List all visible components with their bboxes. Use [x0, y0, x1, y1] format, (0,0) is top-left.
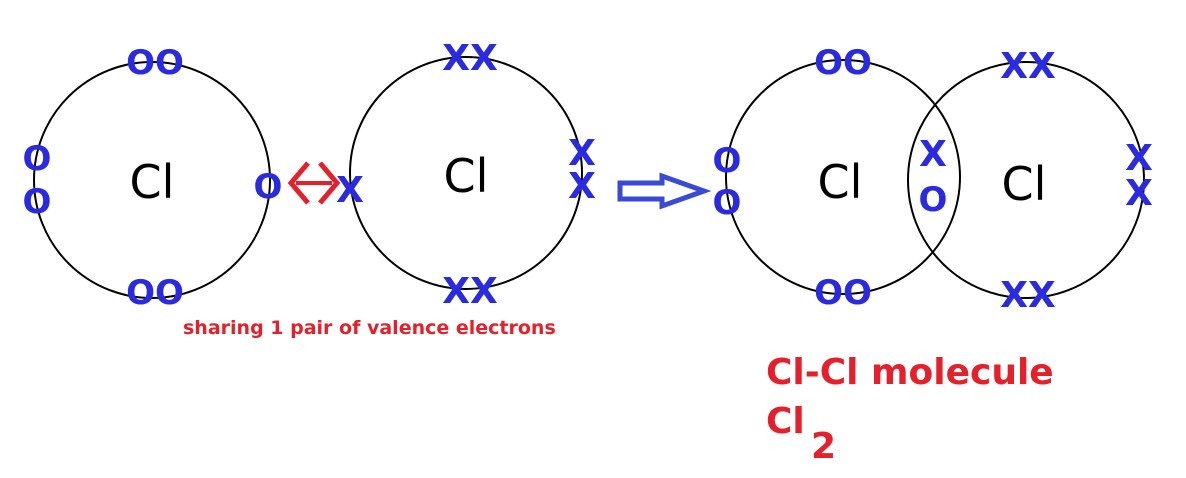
molecule-right-bottom-electron-pair: XX	[1000, 275, 1056, 316]
right-chlorine-atom: Cl XX XX X X X	[336, 38, 596, 312]
molecule-left-outer-electron-bottom: O	[713, 183, 742, 223]
left-atom-shell	[33, 61, 271, 299]
left-atom-right-electron: O	[254, 167, 283, 207]
molecule-caption: Cl-Cl molecule	[766, 352, 1054, 393]
right-atom-top-electron-pair: XX	[442, 38, 498, 79]
molecule-left-symbol: Cl	[818, 155, 863, 209]
sharing-caption: sharing 1 pair of valence electrons	[183, 317, 556, 339]
right-atom-shell	[349, 56, 583, 290]
molecule-right-outer-electron-top: X	[1125, 138, 1153, 179]
right-atom-right-electron-top: X	[568, 133, 596, 174]
chlorine-molecule: Cl Cl OO OO O O XX XX X X X O	[713, 43, 1154, 316]
molecule-right-shell	[907, 61, 1145, 299]
hollow-right-arrow-icon	[617, 172, 712, 210]
double-headed-arrow-icon	[287, 161, 341, 205]
left-atom-top-electron-pair: OO	[126, 43, 184, 83]
molecule-left-outer-electron-top: O	[713, 141, 742, 181]
shared-electron-x: X	[919, 134, 947, 175]
molecule-right-outer-electron-bottom: X	[1125, 173, 1153, 214]
formula-subscript: 2	[811, 426, 836, 467]
left-atom-bottom-electron-pair: OO	[126, 273, 184, 313]
left-atom-left-electron-top: O	[23, 139, 52, 179]
formula-symbol: Cl	[766, 401, 805, 442]
shared-electron-o: O	[919, 180, 948, 220]
molecule-left-top-electron-pair: OO	[814, 43, 872, 83]
left-chlorine-atom: Cl OO OO O O O	[23, 43, 283, 313]
right-atom-right-electron-bottom: X	[568, 166, 596, 207]
right-atom-bottom-electron-pair: XX	[442, 271, 498, 312]
molecule-right-top-electron-pair: XX	[1000, 46, 1056, 87]
left-atom-left-electron-bottom: O	[23, 182, 52, 222]
left-atom-symbol: Cl	[130, 155, 175, 209]
molecule-left-shell	[725, 59, 961, 295]
right-atom-symbol: Cl	[444, 149, 489, 203]
right-atom-left-electron: X	[336, 170, 364, 211]
molecule-left-bottom-electron-pair: OO	[814, 273, 872, 313]
molecule-right-symbol: Cl	[1002, 157, 1047, 211]
